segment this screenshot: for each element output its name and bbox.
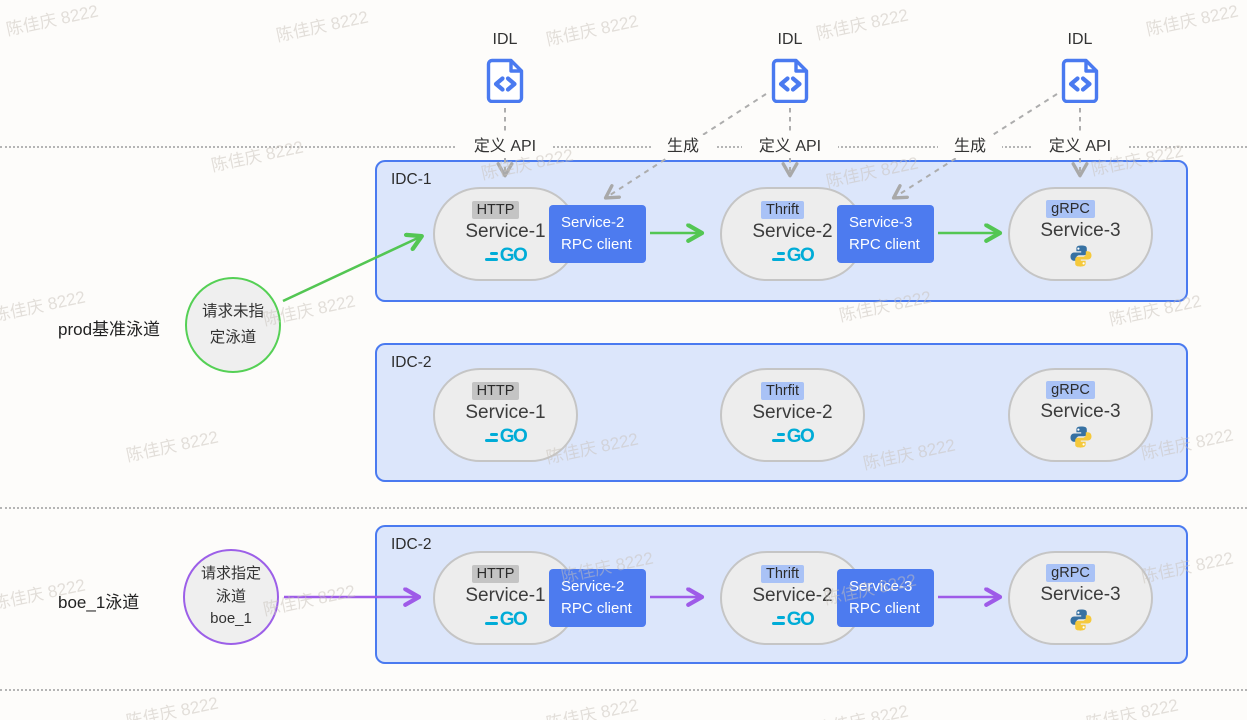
service-name: Service-3 bbox=[1040, 583, 1121, 605]
rpc-client-line1: Service-2 bbox=[561, 578, 625, 596]
idc-title: IDC-2 bbox=[391, 536, 432, 553]
watermark: 陈佳庆 8222 bbox=[544, 695, 640, 720]
go-logo-icon: GO bbox=[771, 426, 815, 448]
watermark: 陈佳庆 8222 bbox=[4, 1, 100, 40]
service-node: gRPC Service-3 bbox=[1008, 368, 1153, 462]
protocol-badge: Thrfit bbox=[760, 381, 805, 400]
protocol-badge: gRPC bbox=[1046, 199, 1095, 218]
request-circle-boe1: 请求指定 泳道 boe_1 bbox=[183, 549, 279, 645]
python-logo-icon bbox=[1070, 609, 1091, 632]
idl-label: IDL bbox=[1067, 31, 1093, 48]
rpc-client-box: Service-2 RPC client bbox=[549, 569, 646, 627]
protocol-badge: Thrift bbox=[760, 200, 805, 219]
circle-text-line: 请求未指 bbox=[201, 303, 264, 321]
lane-label-boe1: boe_1泳道 bbox=[58, 593, 140, 612]
service-name: Service-1 bbox=[465, 220, 546, 242]
watermark: 陈佳庆 8222 bbox=[124, 427, 220, 466]
protocol-badge: HTTP bbox=[471, 381, 520, 400]
go-logo-icon: GO bbox=[484, 609, 528, 631]
protocol-badge: gRPC bbox=[1046, 380, 1095, 399]
protocol-badge: HTTP bbox=[471, 200, 520, 219]
lane-label-prod: prod基准泳道 bbox=[58, 320, 161, 339]
service-name: Service-3 bbox=[1040, 219, 1121, 241]
rpc-client-line2: RPC client bbox=[849, 600, 920, 617]
rpc-client-line1: Service-2 bbox=[561, 214, 625, 232]
service-node: HTTP Service-1 GO bbox=[433, 187, 578, 281]
go-logo-icon: GO bbox=[484, 245, 528, 267]
rpc-client-box: Service-3 RPC client bbox=[837, 569, 934, 627]
service-node: HTTP Service-1 GO bbox=[433, 368, 578, 462]
go-logo-icon: GO bbox=[771, 245, 815, 267]
rpc-client-line1: Service-3 bbox=[849, 214, 913, 232]
idl-label: IDL bbox=[492, 31, 518, 48]
idl-label: IDL bbox=[777, 31, 803, 48]
rpc-client-box: Service-2 RPC client bbox=[549, 205, 646, 263]
service-name: Service-2 bbox=[752, 220, 833, 242]
idl-file-icon bbox=[486, 58, 524, 103]
circle-text-line: 定泳道 bbox=[209, 329, 257, 346]
idl-file-icon bbox=[1061, 58, 1099, 103]
rpc-client-line1: Service-3 bbox=[849, 578, 913, 596]
idc-title: IDC-2 bbox=[391, 354, 432, 371]
define-api-label: 定义 API bbox=[457, 135, 553, 158]
service-name: Service-2 bbox=[752, 401, 833, 423]
service-node: gRPC Service-3 bbox=[1008, 187, 1153, 281]
rpc-client-line2: RPC client bbox=[561, 236, 632, 253]
watermark: 陈佳庆 8222 bbox=[813, 697, 910, 720]
watermark: 陈佳庆 8222 bbox=[544, 11, 640, 50]
rpc-client-line2: RPC client bbox=[561, 600, 632, 617]
python-logo-icon bbox=[1070, 426, 1091, 449]
circle-text-line: boe_1 bbox=[210, 610, 252, 628]
rpc-client-line2: RPC client bbox=[849, 236, 920, 253]
service-name: Service-2 bbox=[752, 584, 833, 606]
watermark: 陈佳庆 8222 bbox=[124, 693, 220, 720]
watermark: 陈佳庆 8222 bbox=[274, 7, 370, 46]
service-node: gRPC Service-3 bbox=[1008, 551, 1153, 645]
watermark: 陈佳庆 8222 bbox=[209, 137, 305, 176]
service-name: Service-3 bbox=[1040, 400, 1121, 422]
service-node: Thrfit Service-2 GO bbox=[720, 368, 865, 462]
rpc-client-box: Service-3 RPC client bbox=[837, 205, 934, 263]
define-api-label: 定义 API bbox=[742, 135, 838, 158]
protocol-badge: Thrift bbox=[760, 564, 805, 583]
request-circle-unspecified: 请求未指 定泳道 bbox=[185, 277, 281, 373]
watermark: 陈佳庆 8222 bbox=[1084, 695, 1180, 720]
protocol-badge: gRPC bbox=[1046, 563, 1095, 582]
circle-text-line: 请求指定 bbox=[200, 565, 261, 583]
python-logo-icon bbox=[1070, 245, 1091, 268]
idl-file-icon bbox=[771, 58, 809, 103]
go-logo-icon: GO bbox=[484, 426, 528, 448]
lane-separator bbox=[0, 689, 1247, 691]
define-api-label: 定义 API bbox=[1032, 135, 1128, 158]
service-name: Service-1 bbox=[465, 401, 546, 423]
generate-label: 生成 bbox=[938, 135, 1002, 158]
circle-text-line: 泳道 bbox=[215, 587, 246, 605]
idc-title: IDC-1 bbox=[391, 171, 432, 188]
generate-label: 生成 bbox=[651, 135, 715, 158]
protocol-badge: HTTP bbox=[471, 564, 520, 583]
service-name: Service-1 bbox=[465, 584, 546, 606]
lane-separator bbox=[0, 507, 1247, 509]
watermark: 陈佳庆 8222 bbox=[1144, 1, 1240, 40]
go-logo-icon: GO bbox=[771, 609, 815, 631]
